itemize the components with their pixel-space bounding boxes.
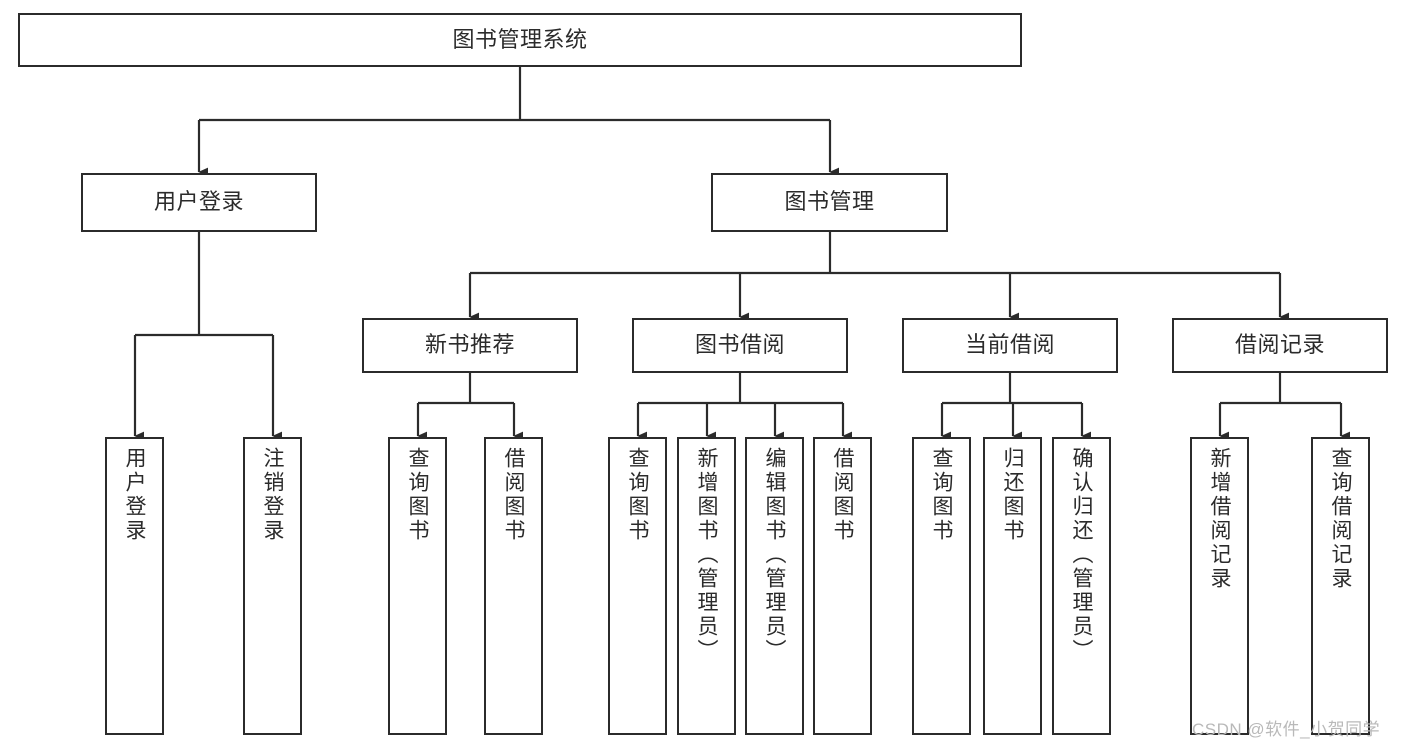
node-leaf-edit-book-admin[interactable]: 编辑图书（管理员） [745,437,804,735]
node-label: 图书借阅 [694,332,785,358]
node-leaf-query-book-3[interactable]: 查询图书 [912,437,971,735]
node-label: 查询借阅记录 [1329,447,1352,591]
node-leaf-borrow-book-2[interactable]: 借阅图书 [813,437,872,735]
node-label: 借阅图书 [502,447,525,543]
node-label: 查询图书 [930,447,953,543]
node-n-new-book-rec[interactable]: 新书推荐 [362,318,578,373]
node-leaf-query-book-1[interactable]: 查询图书 [388,437,447,735]
node-label: 图书管理系统 [452,26,588,52]
node-n-user-login[interactable]: 用户登录 [81,173,317,232]
node-leaf-add-borrow-record[interactable]: 新增借阅记录 [1190,437,1249,735]
node-leaf-query-book-2[interactable]: 查询图书 [608,437,667,735]
node-label: 归还图书 [1001,447,1024,543]
node-label: 新增图书（管理员） [695,447,718,663]
node-label: 借阅记录 [1234,332,1325,358]
node-label: 用户登录 [123,447,146,543]
node-label: 查询图书 [406,447,429,543]
node-leaf-return-book[interactable]: 归还图书 [983,437,1042,735]
node-leaf-logout[interactable]: 注销登录 [243,437,302,735]
node-leaf-user-login[interactable]: 用户登录 [105,437,164,735]
node-leaf-borrow-book-1[interactable]: 借阅图书 [484,437,543,735]
node-label: 新书推荐 [424,332,515,358]
node-n-current-borrow[interactable]: 当前借阅 [902,318,1118,373]
node-root[interactable]: 图书管理系统 [18,13,1022,67]
node-leaf-confirm-return-admin[interactable]: 确认归还（管理员） [1052,437,1111,735]
node-label: 确认归还（管理员） [1070,447,1093,663]
node-label: 当前借阅 [964,332,1055,358]
node-label: 图书管理 [784,189,875,215]
node-n-book-mgmt[interactable]: 图书管理 [711,173,948,232]
node-label: 编辑图书（管理员） [763,447,786,663]
node-label: 借阅图书 [831,447,854,543]
node-n-book-borrow[interactable]: 图书借阅 [632,318,848,373]
node-n-borrow-record[interactable]: 借阅记录 [1172,318,1388,373]
node-leaf-add-book-admin[interactable]: 新增图书（管理员） [677,437,736,735]
node-leaf-query-borrow-record[interactable]: 查询借阅记录 [1311,437,1370,735]
node-label: 注销登录 [261,447,284,543]
node-label: 查询图书 [626,447,649,543]
node-label: 新增借阅记录 [1208,447,1231,591]
edge-group [133,67,1351,441]
node-label: 用户登录 [153,189,244,215]
